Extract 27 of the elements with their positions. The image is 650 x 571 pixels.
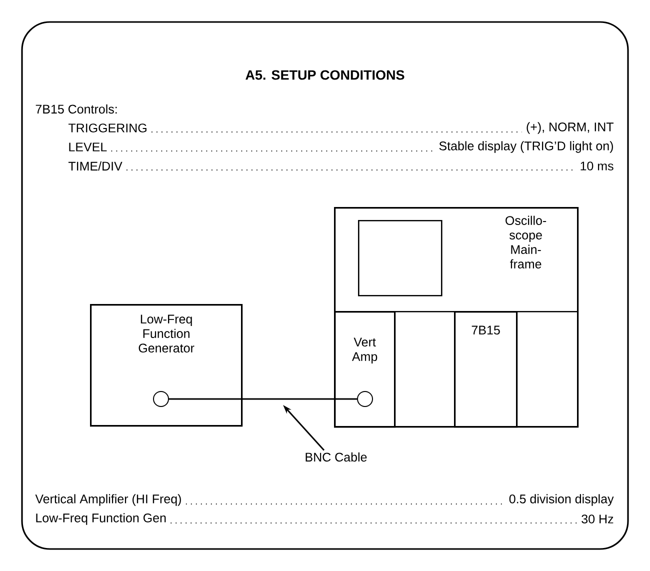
setting-row: TRIGGERING (+), NORM, INT bbox=[68, 122, 614, 134]
label: Vertical Amplifier (HI Freq) bbox=[35, 494, 181, 506]
setting-row: TIME/DIV 10 ms bbox=[68, 161, 614, 171]
label: (+), NORM, INT bbox=[526, 122, 614, 134]
plug-in-slot: 7B15 bbox=[454, 311, 518, 428]
cable-line bbox=[169, 398, 357, 400]
label: TRIGGERING bbox=[68, 124, 146, 132]
label: TIME/DIV bbox=[68, 161, 122, 171]
label: 10 ms bbox=[580, 162, 614, 170]
setting-row: Vertical Amplifier (HI Freq) 0.5 division display bbox=[35, 494, 614, 506]
plug-in-slot: Vert Amp bbox=[334, 311, 396, 428]
setting-row: Low-Freq Function Gen 30 Hz bbox=[36, 513, 614, 525]
generator-box: Low-Freq Function Generator bbox=[90, 304, 243, 427]
connector-circle bbox=[357, 391, 373, 407]
plug-in-slot bbox=[394, 311, 456, 428]
setting-row: LEVEL Stable display (TRIG’D light on) bbox=[69, 141, 613, 153]
cable-label: BNC Cable bbox=[306, 452, 367, 462]
label: Stable display (TRIG’D light on) bbox=[439, 141, 613, 153]
connector-circle bbox=[153, 391, 169, 407]
label: LEVEL bbox=[69, 142, 107, 152]
label: 0.5 division display bbox=[509, 494, 614, 506]
plug-in-slot bbox=[516, 311, 578, 428]
title: A5. SETUP CONDITIONS bbox=[246, 70, 404, 80]
label: 30 Hz bbox=[582, 514, 614, 524]
screen-box bbox=[358, 220, 442, 296]
label: Low-Freq Function Gen bbox=[36, 513, 166, 525]
section-heading: 7B15 Controls: bbox=[36, 104, 117, 114]
